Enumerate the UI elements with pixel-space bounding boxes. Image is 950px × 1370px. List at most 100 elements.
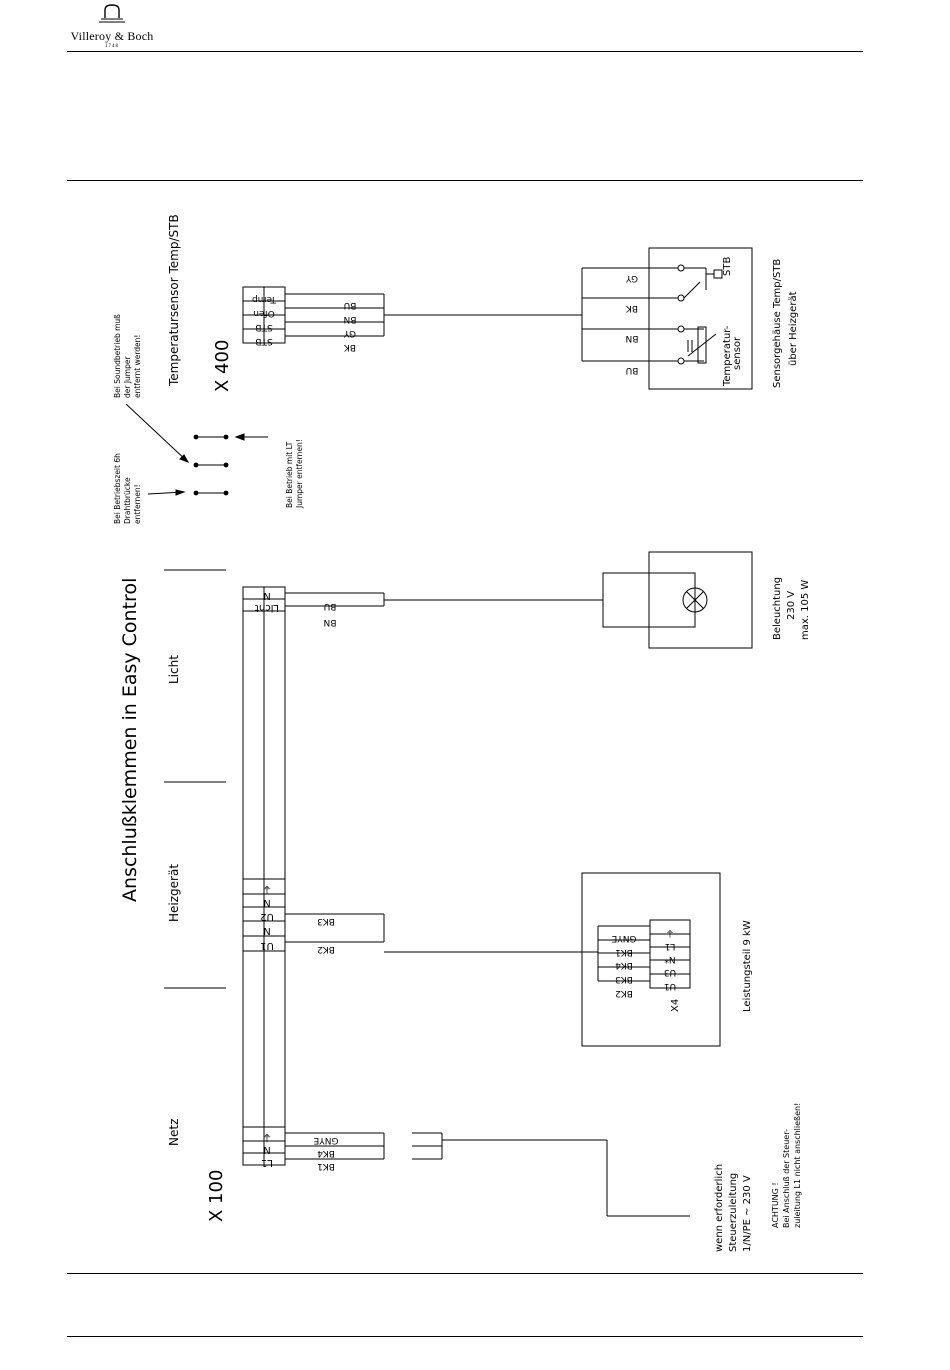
svg-text:BK1: BK1 [317,1161,335,1171]
header-rule [67,51,863,52]
section-separators [164,569,226,989]
svg-text:Jumper entfernen!: Jumper entfernen! [295,439,304,509]
svg-text:BU: BU [344,300,357,310]
logo-emblem-icon [99,4,125,23]
section-licht: Licht [167,655,181,684]
svg-text:BK1: BK1 [615,947,633,957]
svg-text:U1: U1 [260,940,274,951]
svg-text:N: N [263,925,270,936]
svg-text:BK: BK [625,303,638,313]
svg-text:U3: U3 [664,967,676,977]
x100-terminal-labels: L1 N ⏚ U1 N U2 N ⏚ Licht N [255,590,279,1168]
x4-labels: BK2 BK3 BK4 BK1 GNYE U1 U3 N* L1 ⏚ [611,927,676,998]
sensor-housing-labels: BU BN BK GY STB Temperatur- sensor [625,257,743,387]
sensor-caption: Sensorgehäuse Temp/STB über Heizgerät [772,259,799,388]
svg-text:GY: GY [625,273,638,283]
svg-text:U1: U1 [664,981,676,991]
svg-text:Sensorgehäuse Temp/STB: Sensorgehäuse Temp/STB [772,259,783,388]
svg-text:BU: BU [626,365,639,375]
x4-label: X4 [670,999,681,1012]
svg-text:der Jumper: der Jumper [123,356,132,398]
svg-text:BK2: BK2 [615,988,633,998]
svg-text:zuleitung L1 nicht anschließen: zuleitung L1 nicht anschließen! [793,1103,802,1228]
frame-bottom-rule [67,1273,863,1274]
svg-text:N: N [263,590,270,601]
footer-rule [67,1336,863,1337]
sensor-housing [581,247,753,390]
svg-text:N*: N* [664,954,676,964]
svg-text:Temp: Temp [252,294,277,304]
note-betriebszeit: Bei Betriebszeit 6h Drahtbrücke entferne… [113,453,142,524]
svg-text:Steuerzuleitung: Steuerzuleitung [728,1173,739,1252]
section-netz: Netz [167,1119,181,1146]
svg-text:Beleuchtung: Beleuchtung [772,577,783,640]
steuer-caption: wenn erforderlich Steuerzuleitung 1/N/PE… [714,1164,753,1252]
svg-text:BK2: BK2 [317,944,335,954]
svg-text:wenn erforderlich: wenn erforderlich [714,1164,725,1252]
svg-text:Ofen: Ofen [253,308,275,318]
diagram-title: Anschlußklemmen in Easy Control [119,578,141,902]
svg-text:Bei Anschluß der Steuer-: Bei Anschluß der Steuer- [782,1129,791,1228]
svg-text:U2: U2 [260,911,274,922]
svg-text:N: N [263,897,270,908]
section-heizgeraet: Heizgerät [167,864,181,922]
svg-text:BN: BN [324,617,337,627]
logo-brand: Villeroy & Boch [70,29,154,43]
svg-text:L1: L1 [665,941,676,951]
jumpers [125,403,268,496]
svg-text:BU: BU [324,601,337,611]
svg-text:BK4: BK4 [317,1148,335,1158]
svg-text:GNYE: GNYE [313,1135,338,1145]
svg-text:entfernt werden!: entfernt werden! [133,335,142,398]
svg-text:sensor: sensor [732,336,743,370]
svg-text:Drahtbrücke: Drahtbrücke [123,477,132,524]
svg-text:über Heizgerät: über Heizgerät [788,291,799,366]
frame-top-rule [67,180,863,181]
svg-text:ACHTUNG !: ACHTUNG ! [771,1182,780,1228]
logo-year: 1748 [105,44,119,49]
svg-text:BK: BK [343,342,356,352]
svg-text:N: N [263,1144,270,1155]
licht-cable [285,592,603,607]
x100-label: X 100 [206,1170,227,1222]
heiz-wire-labels: BK2 BK3 [317,916,335,954]
x4-power-unit [581,872,721,1047]
svg-text:STB: STB [255,336,272,346]
svg-text:BN: BN [344,314,357,324]
svg-text:L1: L1 [261,1157,273,1168]
svg-text:STB: STB [722,257,733,276]
temp-stb-label: Temperatursensor Temp/STB [167,214,181,387]
villeroy-boch-logo: Villeroy & Boch 1748 [62,2,162,50]
x400-terminal-strip [242,286,286,344]
svg-text:Bei Betrieb mit LT: Bei Betrieb mit LT [285,441,294,508]
svg-text:⏚: ⏚ [262,1131,272,1143]
svg-text:Temperatur-: Temperatur- [722,325,733,387]
licht-wire-labels: BN BU [324,601,337,627]
svg-text:BK3: BK3 [317,916,335,926]
x400-terminal-labels: STB STB Ofen Temp [252,294,277,346]
svg-text:1/N/PE ~ 230 V: 1/N/PE ~ 230 V [742,1175,753,1252]
netz-wire-labels: BK1 BK4 GNYE [313,1135,338,1171]
steuer-cable [412,1132,690,1217]
lamp-caption: Beleuchtung 230 V max. 105 W [772,577,811,640]
x4-caption: Leistungsteil 9 kW [742,920,753,1012]
x100-terminal-strip [242,586,286,1166]
svg-text:230 V: 230 V [786,591,797,620]
svg-text:STB: STB [255,322,272,332]
heiz-cable [285,913,598,953]
svg-text:GY: GY [343,328,356,338]
svg-text:GNYE: GNYE [611,933,636,943]
svg-text:⏚: ⏚ [665,927,674,938]
note-soundbetrieb: Bei Soundbetrieb muß der Jumper entfernt… [113,314,142,398]
svg-text:Licht: Licht [255,602,279,613]
svg-text:Bei Betriebszeit 6h: Bei Betriebszeit 6h [113,453,122,524]
lamp-housing [602,551,753,649]
svg-text:⏚: ⏚ [262,883,272,895]
sensor-wire-labels: BK GY BN BU [343,300,357,352]
svg-text:BN: BN [626,333,639,343]
sensor-cable [285,293,582,337]
svg-text:BK4: BK4 [615,960,633,970]
note-lt: Bei Betrieb mit LT Jumper entfernen! [285,439,304,509]
achtung-caption: ACHTUNG ! Bei Anschluß der Steuer- zulei… [771,1103,802,1228]
